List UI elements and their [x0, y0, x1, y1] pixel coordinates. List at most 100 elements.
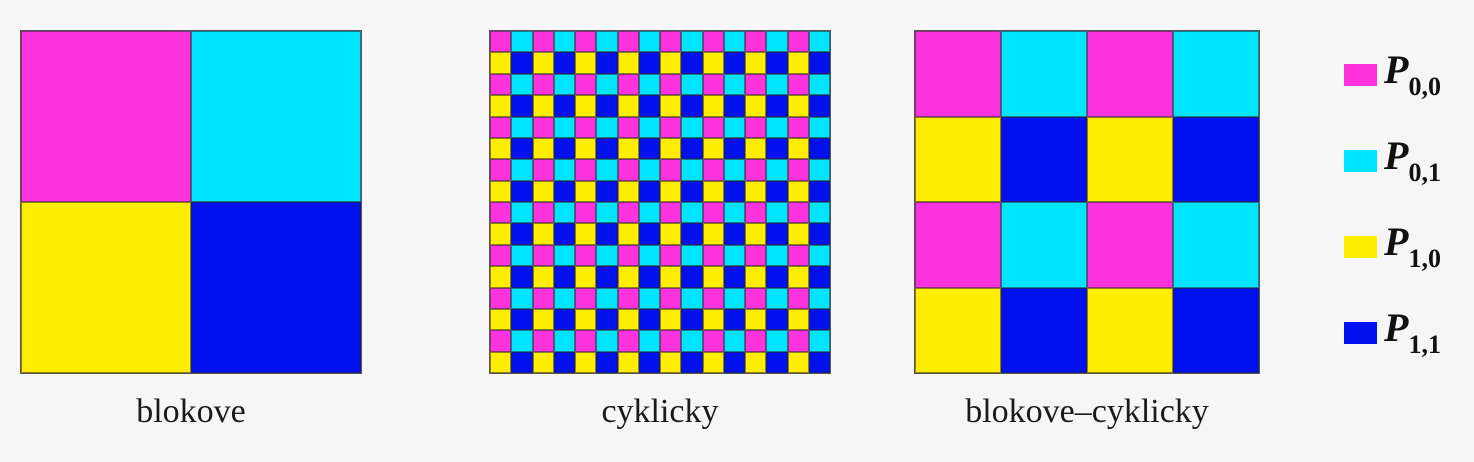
- cell-p10: [1087, 116, 1173, 202]
- cell-p10: [702, 95, 724, 117]
- blokove-caption: blokove: [136, 393, 246, 430]
- cell-p11: [723, 223, 745, 245]
- cell-p00: [702, 244, 724, 267]
- cell-p10: [490, 308, 512, 331]
- cell-p00: [21, 31, 191, 202]
- cell-p00: [532, 116, 554, 138]
- cell-p10: [702, 351, 724, 373]
- cell-p10: [745, 308, 767, 331]
- cell-p10: [745, 180, 767, 202]
- cell-p11: [511, 223, 533, 245]
- cell-p10: [617, 180, 639, 202]
- cell-p00: [575, 73, 597, 96]
- cell-p10: [745, 223, 767, 245]
- cell-p10: [575, 95, 597, 117]
- cell-p11: [681, 95, 703, 117]
- cell-p10: [617, 266, 639, 288]
- cell-p11: [191, 202, 361, 373]
- cell-p10: [745, 351, 767, 373]
- cell-p10: [532, 52, 554, 74]
- cell-p10: [787, 180, 809, 202]
- cell-p10: [532, 223, 554, 245]
- cell-p11: [808, 180, 830, 202]
- cell-p01: [511, 31, 533, 53]
- cell-p10: [1087, 287, 1173, 373]
- cell-p01: [511, 73, 533, 96]
- cell-p10: [660, 95, 682, 117]
- cell-p00: [490, 116, 512, 138]
- cell-p00: [490, 73, 512, 96]
- cell-p01: [681, 31, 703, 53]
- legend: P0,0 P0,1 P1,0 P1,1: [1340, 40, 1470, 384]
- cell-p10: [532, 180, 554, 202]
- cell-p11: [681, 137, 703, 160]
- cell-p11: [808, 137, 830, 160]
- cell-p10: [490, 95, 512, 117]
- cell-p10: [660, 308, 682, 331]
- cell-p11: [723, 52, 745, 74]
- cell-p00: [745, 330, 767, 352]
- cell-p00: [787, 287, 809, 309]
- cell-p10: [532, 137, 554, 160]
- cell-p10: [575, 351, 597, 373]
- cell-p11: [511, 351, 533, 373]
- cyklicky-distribution-grid: [489, 30, 831, 374]
- cell-p10: [532, 308, 554, 331]
- cell-p11: [1173, 287, 1259, 373]
- legend-label-p00: P0,0: [1384, 47, 1441, 101]
- cell-p11: [723, 266, 745, 288]
- cell-p11: [553, 351, 575, 373]
- cell-p00: [787, 73, 809, 96]
- cell-p10: [702, 137, 724, 160]
- cell-p01: [1001, 31, 1087, 117]
- cell-p00: [660, 159, 682, 181]
- cell-p01: [596, 73, 618, 96]
- cell-p10: [787, 95, 809, 117]
- cell-p01: [808, 159, 830, 181]
- cell-p11: [766, 308, 788, 331]
- cell-p01: [681, 287, 703, 309]
- cell-p01: [766, 330, 788, 352]
- cell-p11: [638, 308, 660, 331]
- cell-p11: [808, 52, 830, 74]
- cell-p11: [766, 180, 788, 202]
- cell-p01: [638, 159, 660, 181]
- cell-p10: [745, 52, 767, 74]
- cell-p01: [638, 202, 660, 224]
- cell-p01: [723, 73, 745, 96]
- cell-p00: [745, 244, 767, 267]
- cell-p00: [787, 330, 809, 352]
- cell-p01: [766, 287, 788, 309]
- cell-p11: [638, 223, 660, 245]
- cell-p01: [681, 202, 703, 224]
- cell-p10: [787, 351, 809, 373]
- cell-p11: [596, 223, 618, 245]
- cell-p11: [553, 308, 575, 331]
- cell-p00: [575, 31, 597, 53]
- legend-label-p01: P0,1: [1384, 133, 1441, 187]
- cell-p11: [553, 223, 575, 245]
- cell-p11: [553, 180, 575, 202]
- cell-p10: [532, 351, 554, 373]
- cell-p10: [787, 308, 809, 331]
- cell-p10: [490, 266, 512, 288]
- cell-p01: [191, 31, 361, 202]
- cell-p10: [702, 180, 724, 202]
- cell-p01: [766, 31, 788, 53]
- cell-p00: [787, 244, 809, 267]
- cell-p01: [1001, 202, 1087, 288]
- cell-p01: [553, 73, 575, 96]
- cell-p01: [723, 202, 745, 224]
- cell-p01: [553, 202, 575, 224]
- cell-p01: [511, 159, 533, 181]
- cell-p01: [596, 116, 618, 138]
- cell-p11: [1001, 287, 1087, 373]
- cell-p01: [638, 73, 660, 96]
- cell-p01: [511, 116, 533, 138]
- cell-p11: [766, 266, 788, 288]
- cell-p00: [1087, 202, 1173, 288]
- cell-p00: [915, 202, 1001, 288]
- cell-p10: [490, 180, 512, 202]
- cell-p10: [617, 95, 639, 117]
